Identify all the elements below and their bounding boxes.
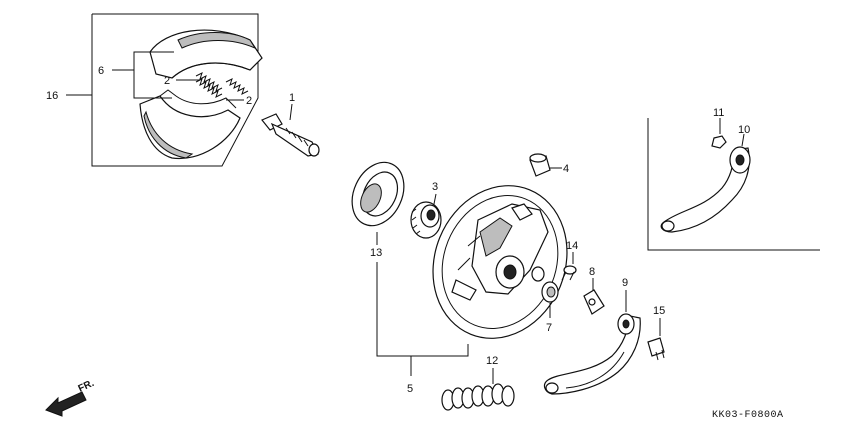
nut-11: 11 [711,107,727,149]
label-5: 5 [407,383,413,395]
front-direction-arrow: FR. [45,378,96,417]
label-16: 16 [46,90,58,102]
label-3: 3 [432,181,438,193]
label-11: 11 [713,107,724,119]
felt-seal: 7 [541,281,559,334]
label-4: 4 [563,163,569,175]
label-1: 1 [289,92,295,104]
label-10: 10 [738,124,750,136]
label-2b: 2 [246,95,252,107]
brake-arm-group-box [647,118,820,251]
speedometer-gear: 3 [410,181,442,239]
callout-2b: 2 [226,95,252,107]
bolt-15: 15 [647,305,665,361]
brake-shoe-group-box [66,13,259,167]
cam-dust-seal: 4 [529,153,569,177]
screw-14: 14 [561,240,578,281]
brake-cam-shaft: 1 [261,92,320,157]
dust-seal: 13 [351,161,405,259]
label-13: 13 [370,247,382,259]
label-6: 6 [98,65,104,77]
brake-shoes [139,29,263,160]
wear-indicator-plate: 8 [583,266,605,315]
label-9: 9 [622,277,628,289]
direction-label: FR. [77,378,96,395]
callout-2a: 2 [164,75,200,87]
brake-panel [432,185,568,339]
diagram-code: KK03-F0800A [712,410,784,421]
callout-6: 6 [98,51,174,99]
label-8: 8 [589,266,595,278]
return-spring: 12 [441,355,515,411]
brake-arm-10: 10 [660,124,751,233]
label-14: 14 [566,240,578,252]
brake-springs [195,72,249,98]
callout-5: 5 [376,262,469,395]
label-2a: 2 [164,75,170,87]
brake-arm-9: 9 [543,277,641,395]
label-7: 7 [546,322,552,334]
label-15: 15 [653,305,665,317]
label-12: 12 [486,355,498,367]
